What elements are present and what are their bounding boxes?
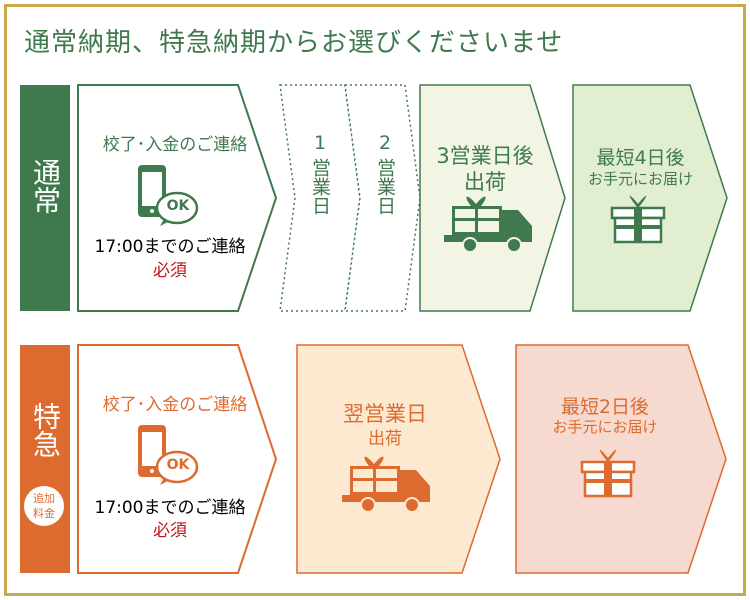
normal-ok-label: OK (166, 198, 190, 214)
normal-gift-box-icon (610, 195, 666, 244)
express-deadline: 17:00までのご連絡 (94, 498, 246, 518)
express-deliver-days: 最短2日後 (560, 396, 650, 418)
express-surcharge-badge-line1: 追加 (33, 492, 55, 505)
normal-deliver-days: 最短4日後 (596, 147, 685, 169)
normal-deliver-arrow (572, 84, 728, 312)
express-gift-box-icon (580, 449, 636, 498)
normal-deadline: 17:00までのご連絡 (94, 237, 246, 257)
normal-step1-heading: 校了･入金のご連絡 (102, 135, 248, 155)
normal-ship-days: 3営業日後 (436, 144, 534, 168)
page-title: 通常納期、特急納期からお選びくださいませ (24, 28, 564, 58)
express-ship-days: 翌営業日 (343, 402, 427, 426)
express-label-bar (20, 345, 70, 573)
normal-ship-arrow (419, 84, 566, 312)
express-step1-heading: 校了･入金のご連絡 (102, 395, 248, 415)
express-surcharge-badge-line2: 料金 (33, 507, 55, 520)
normal-label: 通常 (29, 158, 62, 214)
normal-label-bar (20, 85, 70, 311)
normal-required: 必須 (153, 261, 187, 281)
normal-day1-number: 1 (313, 132, 327, 154)
express-deliver-arrow (515, 344, 727, 574)
normal-day2-arrow (344, 84, 421, 312)
normal-day1-label: 営業日 (309, 158, 331, 215)
express-ship-arrow (296, 344, 501, 574)
express-required: 必須 (153, 521, 187, 541)
express-ok-label: OK (166, 457, 190, 473)
express-delivery-truck-icon (342, 456, 430, 513)
normal-ship-label: 出荷 (464, 170, 506, 194)
express-label: 特急 (29, 402, 62, 458)
express-surcharge-badge (24, 486, 64, 526)
express-deliver-label: お手元にお届け (552, 418, 658, 436)
normal-day2-number: 2 (378, 132, 392, 154)
normal-smartphone-ok-icon (138, 165, 199, 226)
normal-deliver-label: お手元にお届け (587, 170, 693, 188)
normal-delivery-truck-icon (444, 196, 532, 253)
express-ship-label: 出荷 (368, 429, 402, 449)
normal-day2-label: 営業日 (374, 158, 396, 215)
express-smartphone-ok-icon (138, 425, 199, 485)
